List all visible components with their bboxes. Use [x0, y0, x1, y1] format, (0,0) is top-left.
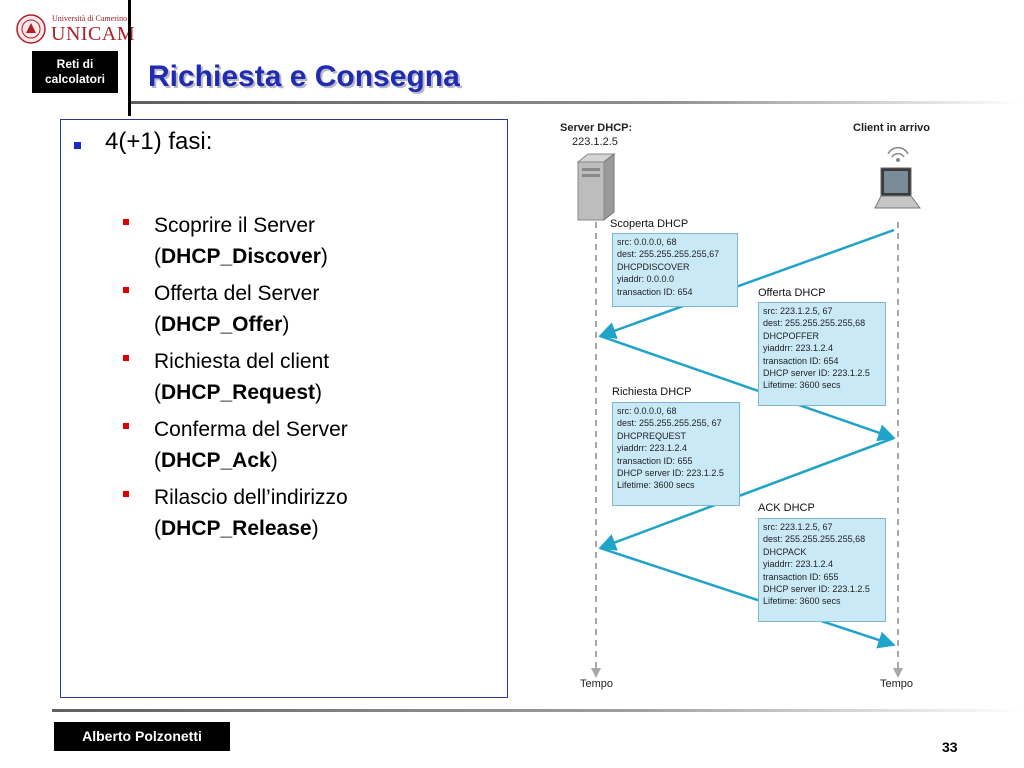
logo-university-text: Università di Camerino — [52, 14, 128, 23]
phase-item: Scoprire il Server(DHCP_Discover) — [123, 210, 493, 272]
sub-bullet-marker — [123, 219, 129, 225]
slide-title: Richiesta e Consegna — [148, 60, 460, 93]
phase-item: Conferma del Server(DHCP_Ack) — [123, 414, 493, 476]
client-label: Client in arrivo — [853, 122, 931, 134]
sub-bullet-marker — [123, 423, 129, 429]
message-title: Richiesta DHCP — [612, 386, 692, 398]
message-box: src: 0.0.0.0, 68 dest: 255.255.255.255, … — [612, 402, 740, 506]
request-arrow — [598, 436, 895, 551]
content-box: 4(+1) fasi: Scoprire il Server(DHCP_Disc… — [60, 119, 508, 698]
message-title: Offerta DHCP — [758, 287, 826, 299]
server-ip: 223.1.2.5 — [572, 136, 618, 148]
logo-unicam-text: UNICAM — [51, 23, 136, 45]
page-number: 33 — [942, 739, 958, 755]
header-vertical-divider — [128, 0, 131, 116]
phase-code: DHCP_Offer — [161, 313, 283, 336]
message-title: ACK DHCP — [758, 502, 815, 514]
phase-label: Rilascio dell’indirizzo — [154, 486, 348, 509]
message-box: src: 223.1.2.5, 67 dest: 255.255.255.255… — [758, 302, 886, 406]
phase-code: DHCP_Ack — [161, 449, 271, 472]
message-box: src: 223.1.2.5, 67 dest: 255.255.255.255… — [758, 518, 886, 622]
diagram-lines — [576, 146, 921, 678]
title-divider — [131, 101, 1024, 104]
server-time-label: Tempo — [580, 678, 614, 690]
server-time-arrow — [591, 668, 601, 678]
sub-bullet-marker — [123, 355, 129, 361]
discover-arrow — [598, 228, 895, 339]
client-time-arrow — [893, 668, 903, 678]
phase-code: DHCP_Discover — [161, 245, 321, 268]
sub-bullet-marker — [123, 491, 129, 497]
author-label: Alberto Polzonetti — [54, 722, 230, 751]
phase-label: Richiesta del client — [154, 350, 330, 373]
phase-item: Rilascio dell’indirizzo(DHCP_Release) — [123, 482, 493, 544]
ack-arrow — [599, 546, 896, 649]
server-label: Server DHCP: — [560, 122, 633, 134]
phase-label: Offerta del Server — [154, 282, 320, 305]
phase-label: Scoprire il Server — [154, 214, 316, 237]
main-bullet-marker — [74, 142, 81, 149]
phase-item: Offerta del Server(DHCP_Offer) — [123, 278, 493, 340]
footer-divider — [52, 709, 1024, 712]
course-label: Reti di calcolatori — [32, 51, 118, 93]
dhcp-sequence-diagram: Server DHCP: 223.1.2.5 Client in arrivo … — [548, 110, 948, 700]
university-seal-icon — [16, 14, 46, 44]
message-box: src: 0.0.0.0, 68 dest: 255.255.255.255,6… — [612, 233, 738, 307]
main-bullet-text: 4(+1) fasi: — [105, 128, 213, 155]
message-title: Scoperta DHCP — [610, 218, 689, 230]
phase-item: Richiesta del client(DHCP_Request) — [123, 346, 493, 408]
client-time-label: Tempo — [880, 678, 914, 690]
server-icon — [576, 152, 616, 222]
offer-arrow — [599, 334, 896, 442]
sub-bullet-marker — [123, 287, 129, 293]
laptop-icon — [874, 146, 921, 209]
phase-code: DHCP_Release — [161, 517, 312, 540]
phase-code: DHCP_Request — [161, 381, 316, 404]
phase-label: Conferma del Server — [154, 418, 348, 441]
unicam-logo: Università di Camerino UNICAM — [14, 12, 135, 48]
